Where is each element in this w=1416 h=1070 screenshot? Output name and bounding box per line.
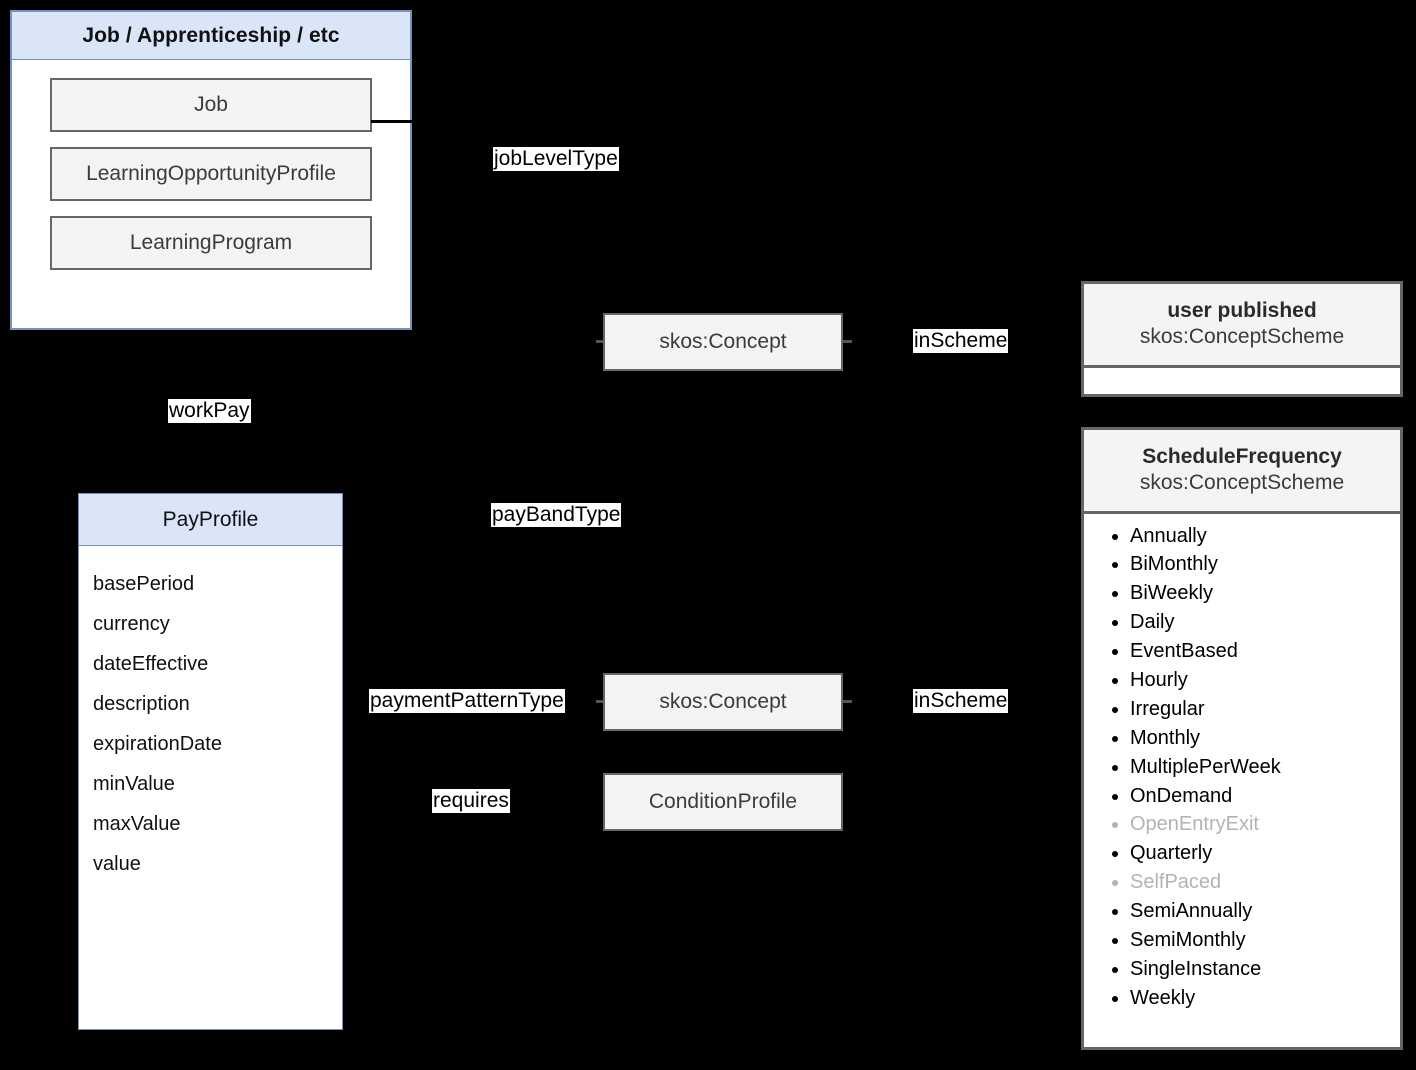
scheme-header-schedule-frequency: ScheduleFrequency skos:ConceptScheme xyxy=(1084,430,1400,514)
list-item: maxValue xyxy=(93,813,181,835)
group-body: Job LearningOpportunityProfile LearningP… xyxy=(12,60,410,270)
list-item: EventBased xyxy=(1130,637,1400,666)
list-item: SelfPaced xyxy=(1130,868,1400,897)
edge-label-in-scheme-bottom: inScheme xyxy=(913,689,1009,714)
list-item: expirationDate xyxy=(93,733,222,755)
entity-job[interactable]: Job xyxy=(50,78,372,132)
scheme-subtitle: skos:ConceptScheme xyxy=(1139,471,1345,495)
entity-skos-concept-bottom-label: skos:Concept xyxy=(659,690,787,713)
list-item: SingleInstance xyxy=(1130,955,1400,984)
entity-condition-profile-label: ConditionProfile xyxy=(648,790,798,813)
edge-label-in-scheme-top: inScheme xyxy=(913,329,1009,354)
edge-label-pay-band-type: payBandType xyxy=(491,503,622,528)
edge-label-payment-pattern-type: paymentPatternType xyxy=(369,689,565,714)
list-item: description xyxy=(93,693,190,715)
scheme-box-user-published[interactable]: user published skos:ConceptScheme xyxy=(1081,281,1403,397)
edge-label-work-pay: workPay xyxy=(168,399,251,424)
scheme-box-schedule-frequency[interactable]: ScheduleFrequency skos:ConceptScheme Ann… xyxy=(1081,427,1403,1050)
list-item: Quarterly xyxy=(1130,839,1400,868)
connector-stub-skos-concept-top-left xyxy=(596,340,603,343)
class-box-payprofile-header: PayProfile xyxy=(79,494,342,546)
connector-stub-skos-concept-top-right xyxy=(843,340,852,343)
payprofile-attribute-list: basePeriod currency dateEffective descri… xyxy=(79,546,342,898)
entity-learning-opportunity-profile-label: LearningOpportunityProfile xyxy=(86,162,336,185)
list-item: Daily xyxy=(1130,608,1400,637)
list-item: Irregular xyxy=(1130,695,1400,724)
entity-learning-program[interactable]: LearningProgram xyxy=(50,216,372,270)
list-item: minValue xyxy=(93,773,175,795)
list-item: BiWeekly xyxy=(1130,579,1400,608)
class-box-payprofile[interactable]: PayProfile basePeriod currency dateEffec… xyxy=(78,493,343,1030)
group-header: Job / Apprenticeship / etc xyxy=(12,12,410,60)
list-item: Monthly xyxy=(1130,724,1400,753)
list-item: Annually xyxy=(1130,522,1400,551)
list-item: OnDemand xyxy=(1130,782,1400,811)
list-item: currency xyxy=(93,613,170,635)
scheme-subtitle: skos:ConceptScheme xyxy=(1139,325,1345,349)
group-box-job-apprenticeship[interactable]: Job / Apprenticeship / etc Job LearningO… xyxy=(10,10,412,330)
scheme-body-user-published xyxy=(1084,367,1400,384)
list-item: Hourly xyxy=(1130,666,1400,695)
entity-condition-profile[interactable]: ConditionProfile xyxy=(603,773,843,831)
scheme-title: user published xyxy=(1167,299,1317,322)
connector-job-to-joblevel xyxy=(371,120,415,123)
entity-skos-concept-top[interactable]: skos:Concept xyxy=(603,313,843,371)
concept-list: Annually BiMonthly BiWeekly Daily EventB… xyxy=(1084,514,1400,1023)
edge-label-requires: requires xyxy=(432,789,510,814)
edge-label-job-level-type: jobLevelType xyxy=(493,147,619,172)
list-item: value xyxy=(93,853,141,875)
list-item: BiMonthly xyxy=(1130,550,1400,579)
scheme-title: ScheduleFrequency xyxy=(1142,445,1342,468)
scheme-header-user-published: user published skos:ConceptScheme xyxy=(1084,284,1400,368)
scheme-body-schedule-frequency: Annually BiMonthly BiWeekly Daily EventB… xyxy=(1084,513,1400,1023)
entity-skos-concept-top-label: skos:Concept xyxy=(659,330,787,353)
entity-learning-opportunity-profile[interactable]: LearningOpportunityProfile xyxy=(50,147,372,201)
entity-job-label: Job xyxy=(194,93,228,116)
list-item: SemiAnnually xyxy=(1130,897,1400,926)
connector-stub-skos-concept-bottom-right xyxy=(843,700,852,703)
connector-stub-skos-concept-bottom-left xyxy=(596,700,603,703)
list-item: SemiMonthly xyxy=(1130,926,1400,955)
list-item: OpenEntryExit xyxy=(1130,810,1400,839)
entity-learning-program-label: LearningProgram xyxy=(129,231,293,254)
list-item: Weekly xyxy=(1130,984,1400,1013)
list-item: basePeriod xyxy=(93,573,195,595)
list-item: dateEffective xyxy=(93,653,209,675)
list-item: MultiplePerWeek xyxy=(1130,753,1400,782)
entity-skos-concept-bottom[interactable]: skos:Concept xyxy=(603,673,843,731)
